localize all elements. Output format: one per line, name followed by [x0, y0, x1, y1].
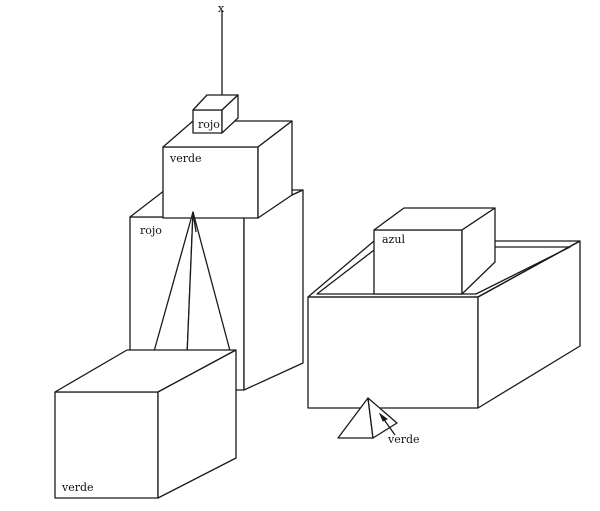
front-block: verde [54, 349, 237, 499]
box-block-label: azul [382, 233, 405, 246]
small-pyramid-label: verde [387, 433, 420, 446]
small-pyramid: verde [337, 397, 420, 446]
top-block-label: verde [169, 152, 202, 165]
tall-block-label: rojo [140, 224, 162, 237]
robot-hand: x [214, 2, 230, 105]
small-block-label: rojo [198, 118, 220, 131]
box-block: azul [373, 207, 496, 295]
hand-label: x [218, 2, 225, 15]
small-block: rojo [192, 94, 239, 134]
open-box: azul [307, 240, 581, 409]
top-block: verde [162, 120, 293, 219]
front-block-label: verde [61, 481, 94, 494]
